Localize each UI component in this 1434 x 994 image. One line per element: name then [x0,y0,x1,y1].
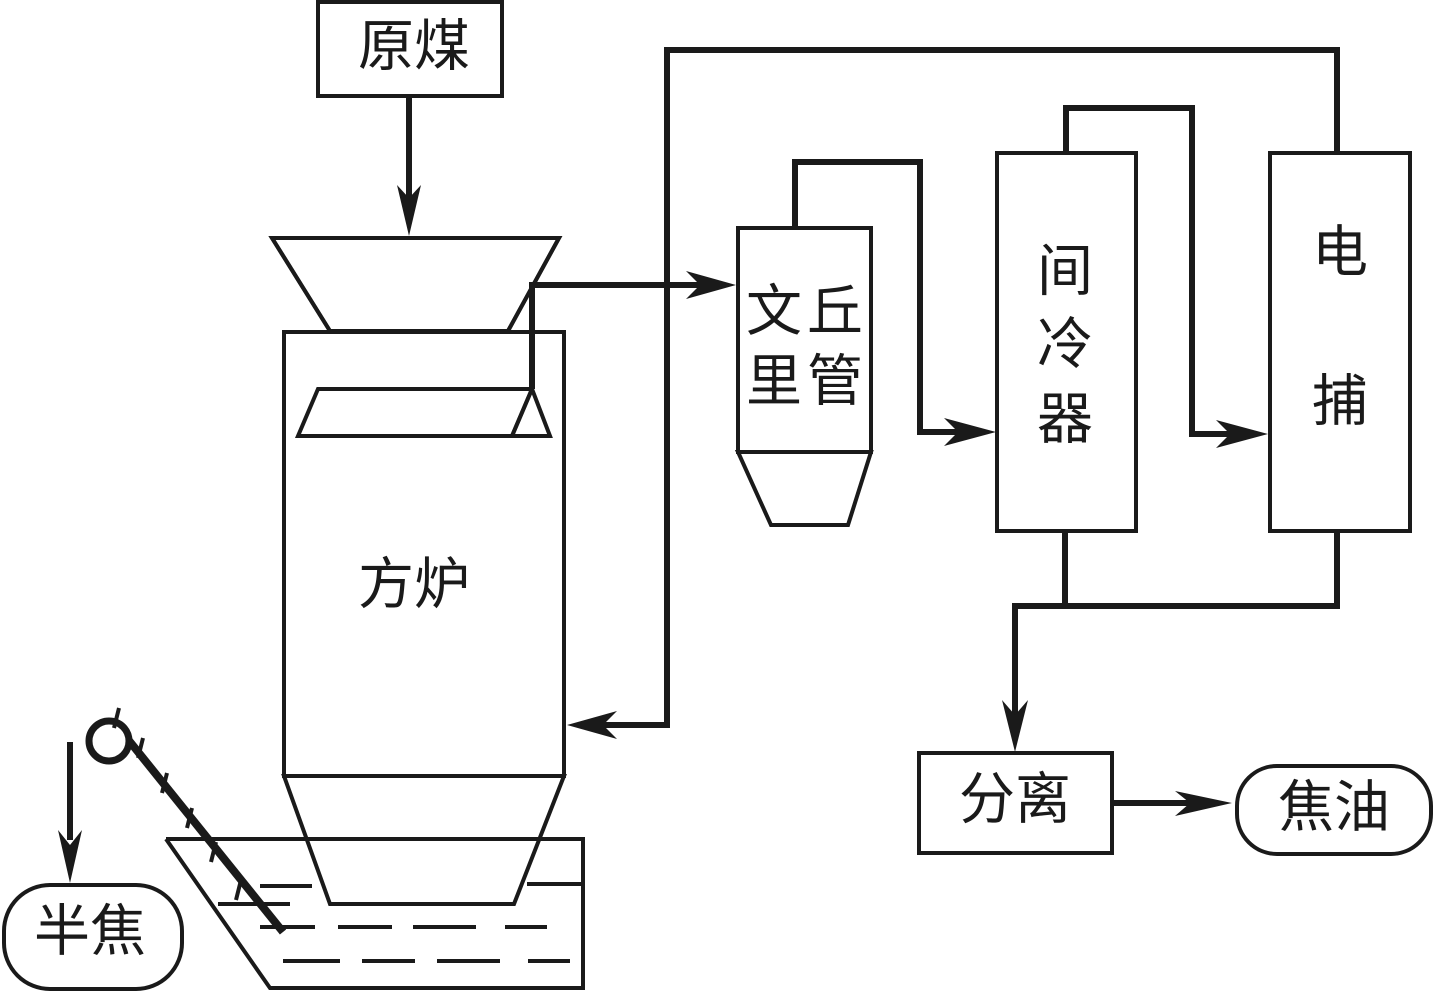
venturi-to-intercooler-pipe [792,159,996,446]
conveyor-belt [114,724,287,935]
esp-body [1268,151,1412,533]
conveyor-pulley-icon [85,717,133,765]
separation-box [917,751,1114,855]
intercooler-outlet-line [1063,105,1232,437]
venturi-cone [734,450,874,527]
arrowhead-right-icon [686,271,736,299]
venturi-label-guan: 管 [807,350,863,415]
semi-coke-label: 半焦 [34,900,146,965]
gas-collector-end [508,383,553,438]
esp-drain-line [1012,531,1340,720]
semi-coke-terminal [2,883,184,991]
intercooler-label-qi: 器 [1037,388,1093,453]
raw-coal-box [316,0,504,98]
arrowhead-right-icon [1175,791,1232,816]
tar-label: 焦油 [1278,776,1390,841]
arrowhead-down-icon [58,830,82,883]
intercooler-label-jian: 间 [1037,240,1093,305]
raw-coal-label: 原煤 [358,15,470,80]
return-gas-line [600,47,1340,728]
arrowhead-down-icon [1002,700,1028,752]
conveyor-flights [112,707,243,901]
arrowhead-down-icon [397,185,421,236]
furnace-to-venturi-pipe [529,271,736,389]
raw-coal-node: 原煤 [316,0,504,98]
gas-outlet-line [529,282,700,389]
venturi-outlet-line [792,159,960,435]
gas-return-pipe [567,47,1340,739]
venturi-node: 文 丘 里 管 [734,226,874,527]
semi-coke-node: 半焦 [2,883,184,991]
intercooler-to-esp-pipe [1063,105,1268,448]
venturi-label-qiu: 丘 [807,280,863,345]
separation-node: 分离 [917,751,1114,855]
feed-hopper-outline [268,236,563,333]
condensate-pipe [1002,531,1340,752]
separation-to-tar-arrow [1112,791,1232,816]
tar-node: 焦油 [1235,764,1433,856]
intercooler-label-leng: 冷 [1037,313,1093,378]
venturi-label-wen: 文 [746,280,802,345]
arrowhead-left-icon [567,711,617,739]
furnace-cone [281,774,567,906]
furnace-node: 方炉 [268,236,567,906]
intercooler-body [995,151,1138,533]
furnace-label: 方炉 [358,553,470,618]
venturi-label-li: 里 [746,350,802,415]
esp-label-bu: 捕 [1312,370,1368,435]
scraper-conveyor [58,707,287,935]
quench-tank [164,837,585,990]
arrowhead-right-icon [1216,420,1268,448]
esp-node: 电 捕 [1268,151,1412,533]
esp-label-dian: 电 [1312,221,1368,286]
tank-outline [164,837,585,990]
tar-terminal [1235,764,1433,856]
separation-label: 分离 [959,768,1071,833]
raw-coal-to-hopper-arrow [397,96,421,236]
intercooler-node: 间 冷 器 [995,151,1138,533]
arrowhead-right-icon [944,418,996,446]
